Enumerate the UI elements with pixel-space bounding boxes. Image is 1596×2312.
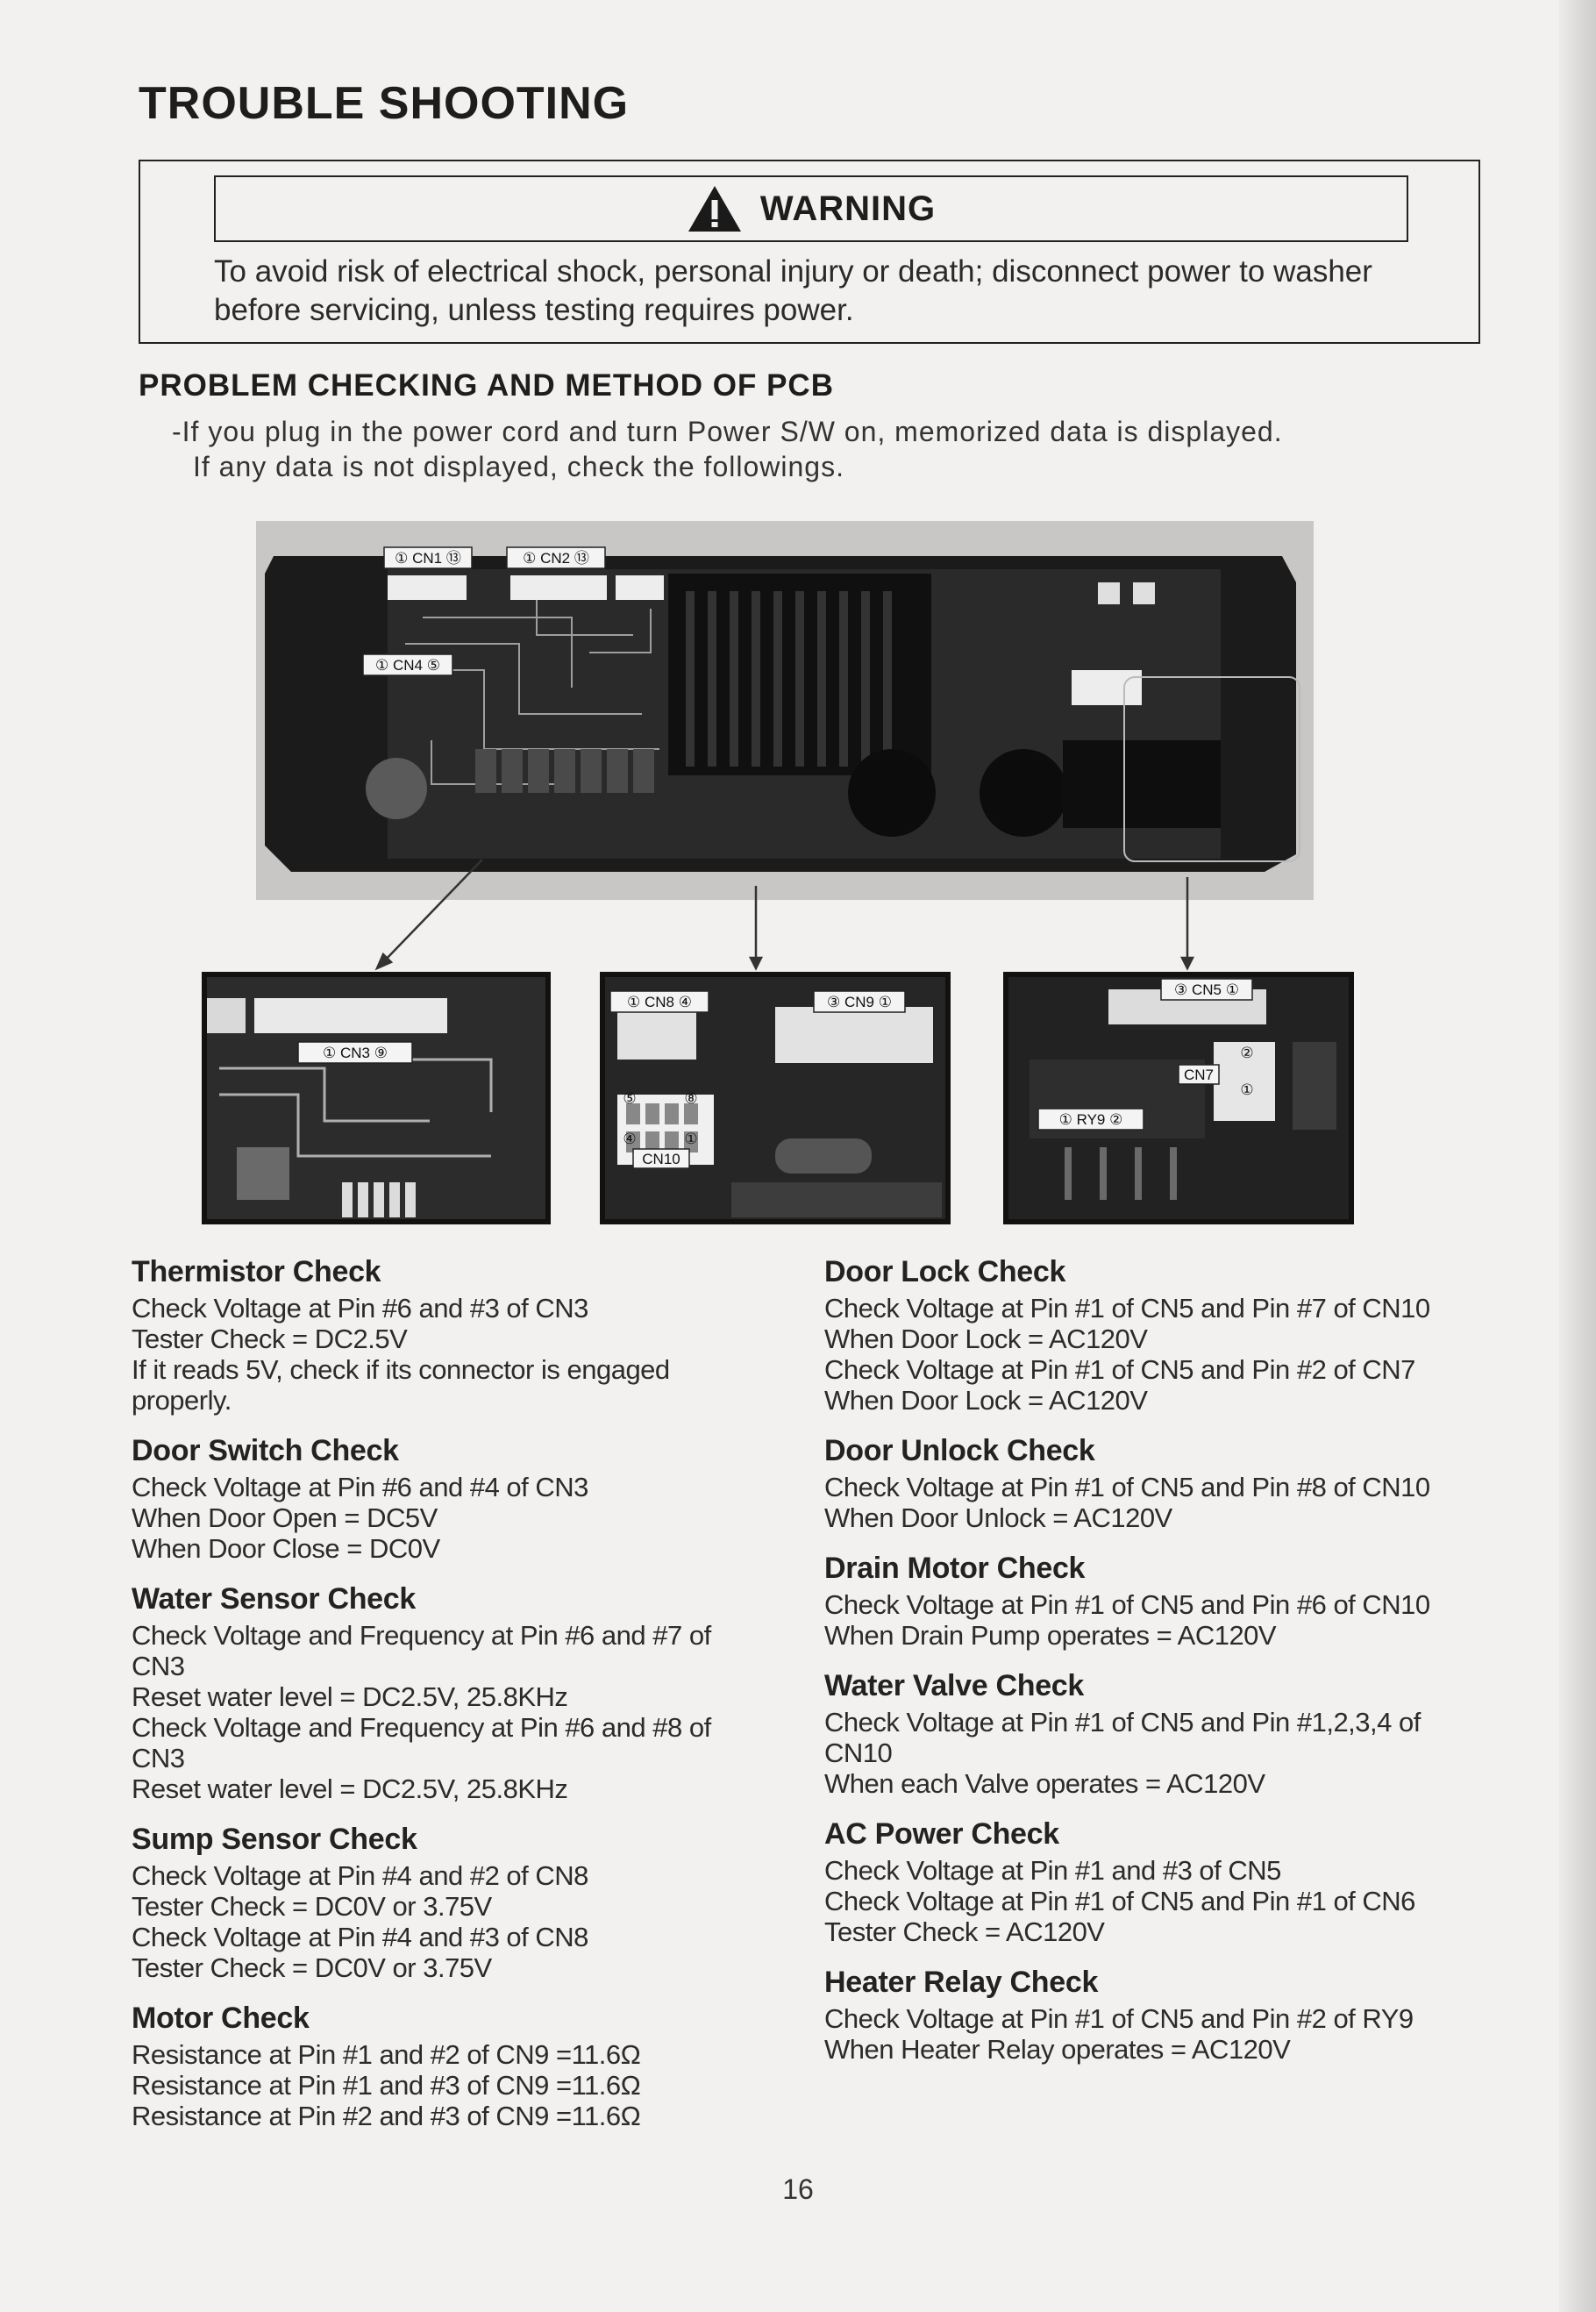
- door-switch-check: Door Switch Check Check Voltage at Pin #…: [132, 1431, 745, 1564]
- cn8-cn9-cn10-closeup-photo: ① CN8 ④ ③ CN9 ① ⑤ ⑧ ④ ① CN10: [600, 972, 951, 1224]
- check-line: Check Voltage at Pin #1 of CN5 and Pin #…: [824, 1886, 1415, 1916]
- check-line: Check Voltage at Pin #4 and #2 of CN8: [132, 1860, 588, 1891]
- drain-motor-check: Drain Motor Check Check Voltage at Pin #…: [824, 1549, 1438, 1651]
- checks-right-column: Door Lock Check Check Voltage at Pin #1 …: [824, 1252, 1438, 2080]
- warning-box: WARNING To avoid risk of electrical shoc…: [139, 160, 1480, 344]
- check-line: When Door Lock = AC120V: [824, 1324, 1148, 1354]
- check-line: Tester Check = DC0V or 3.75V: [132, 1891, 492, 1922]
- cn10-pin1-label: ①: [684, 1131, 697, 1147]
- check-line: Resistance at Pin #2 and #3 of CN9 =11.6…: [132, 2101, 641, 2131]
- check-title: Motor Check: [132, 2002, 310, 2035]
- check-line: When Door Open = DC5V: [132, 1502, 438, 1533]
- cn1-label: ① CN1 ⑬: [395, 550, 461, 567]
- door-unlock-check: Door Unlock Check Check Voltage at Pin #…: [824, 1431, 1438, 1533]
- section-instruction-line-1: -If you plug in the power cord and turn …: [172, 416, 1283, 447]
- check-line: Check Voltage at Pin #1 of CN5 and Pin #…: [824, 1589, 1430, 1620]
- cn3-closeup-photo: ① CN3 ⑨: [202, 972, 551, 1224]
- check-line: When Door Unlock = AC120V: [824, 1502, 1172, 1533]
- cn4-label: ① CN4 ⑤: [375, 657, 440, 674]
- check-line: Tester Check = DC2.5V: [132, 1324, 408, 1354]
- check-line: Check Voltage at Pin #1 of CN5 and Pin #…: [824, 1354, 1415, 1385]
- cn3-label: ① CN3 ⑨: [323, 1045, 388, 1061]
- ac-power-check: AC Power Check Check Voltage at Pin #1 a…: [824, 1815, 1438, 1947]
- section-heading: PROBLEM CHECKING AND METHOD OF PCB: [139, 368, 834, 403]
- check-line: Tester Check = DC0V or 3.75V: [132, 1952, 492, 1983]
- motor-check: Motor Check Resistance at Pin #1 and #2 …: [132, 1999, 745, 2131]
- check-line: If it reads 5V, check if its connector i…: [132, 1354, 670, 1416]
- check-line: Check Voltage at Pin #6 and #3 of CN3: [132, 1293, 588, 1324]
- ry9-label: ① RY9 ②: [1059, 1111, 1123, 1128]
- cn8-label: ① CN8 ④: [627, 994, 692, 1010]
- pcb-board-photo: ① CN1 ⑬ ① CN2 ⑬ ① CN4 ⑤: [256, 521, 1314, 900]
- cn7-label: CN7: [1184, 1067, 1214, 1083]
- check-line: Resistance at Pin #1 and #3 of CN9 =11.6…: [132, 2070, 641, 2101]
- check-title: Water Valve Check: [824, 1669, 1085, 1702]
- check-title: Heater Relay Check: [824, 1966, 1099, 1999]
- check-line: When Door Lock = AC120V: [824, 1385, 1148, 1416]
- page-number: 16: [782, 2173, 814, 2205]
- check-line: Check Voltage at Pin #1 of CN5 and Pin #…: [824, 1707, 1421, 1768]
- check-line: When Door Close = DC0V: [132, 1533, 440, 1564]
- check-title: AC Power Check: [824, 1817, 1059, 1851]
- check-line: Check Voltage at Pin #1 and #3 of CN5: [824, 1855, 1281, 1886]
- cn7-pin1-label: ①: [1240, 1081, 1253, 1098]
- check-line: When Drain Pump operates = AC120V: [824, 1620, 1277, 1651]
- cn9-label: ③ CN9 ①: [827, 994, 892, 1010]
- cn2-label: ① CN2 ⑬: [523, 550, 589, 567]
- check-line: Check Voltage at Pin #1 of CN5 and Pin #…: [824, 1472, 1430, 1502]
- check-line: When Heater Relay operates = AC120V: [824, 2034, 1291, 2065]
- check-line: Resistance at Pin #1 and #2 of CN9 =11.6…: [132, 2039, 641, 2070]
- check-line: Check Voltage and Frequency at Pin #6 an…: [132, 1620, 711, 1681]
- heater-relay-check: Heater Relay Check Check Voltage at Pin …: [824, 1963, 1438, 2065]
- check-title: Drain Motor Check: [824, 1552, 1086, 1585]
- section-instruction-line-2: If any data is not displayed, check the …: [193, 451, 844, 482]
- check-line: Check Voltage at Pin #4 and #3 of CN8: [132, 1922, 588, 1952]
- warning-title: WARNING: [759, 189, 937, 228]
- sump-sensor-check: Sump Sensor Check Check Voltage at Pin #…: [132, 1820, 745, 1983]
- page-edge-shadow: [1559, 0, 1596, 2312]
- cn10-pin8-label: ⑧: [684, 1090, 697, 1107]
- check-title: Door Lock Check: [824, 1255, 1066, 1288]
- thermistor-check: Thermistor Check Check Voltage at Pin #6…: [132, 1252, 745, 1416]
- water-valve-check: Water Valve Check Check Voltage at Pin #…: [824, 1666, 1438, 1799]
- check-line: Reset water level = DC2.5V, 25.8KHz: [132, 1681, 568, 1712]
- cn5-cn7-ry9-closeup-photo: ③ CN5 ① CN7 ② ① ① RY9 ②: [1003, 972, 1354, 1224]
- cn10-label: CN10: [642, 1151, 680, 1167]
- page-title: TROUBLE SHOOTING: [139, 78, 630, 129]
- check-title: Thermistor Check: [132, 1255, 381, 1288]
- cn10-pin4-label: ④: [623, 1131, 636, 1147]
- check-title: Sump Sensor Check: [132, 1823, 417, 1856]
- check-title: Door Unlock Check: [824, 1434, 1095, 1467]
- check-title: Door Switch Check: [132, 1434, 399, 1467]
- cn5-label: ③ CN5 ①: [1174, 981, 1239, 998]
- water-sensor-check: Water Sensor Check Check Voltage and Fre…: [132, 1580, 745, 1804]
- check-line: Check Voltage and Frequency at Pin #6 an…: [132, 1712, 711, 1773]
- check-line: Check Voltage at Pin #1 of CN5 and Pin #…: [824, 2003, 1414, 2034]
- check-title: Water Sensor Check: [132, 1582, 417, 1616]
- check-line: Tester Check = AC120V: [824, 1916, 1105, 1947]
- warning-triangle-icon: [688, 186, 741, 232]
- door-lock-check: Door Lock Check Check Voltage at Pin #1 …: [824, 1252, 1438, 1416]
- warning-text: To avoid risk of electrical shock, perso…: [214, 254, 1372, 327]
- cn10-pin5-label: ⑤: [623, 1090, 636, 1107]
- check-line: Reset water level = DC2.5V, 25.8KHz: [132, 1773, 568, 1804]
- cn7-pin2-label: ②: [1240, 1045, 1253, 1061]
- check-line: Check Voltage at Pin #1 of CN5 and Pin #…: [824, 1293, 1430, 1324]
- checks-left-column: Thermistor Check Check Voltage at Pin #6…: [132, 1252, 745, 2147]
- check-line: Check Voltage at Pin #6 and #4 of CN3: [132, 1472, 588, 1502]
- warning-header: WARNING: [214, 175, 1408, 242]
- check-line: When each Valve operates = AC120V: [824, 1768, 1265, 1799]
